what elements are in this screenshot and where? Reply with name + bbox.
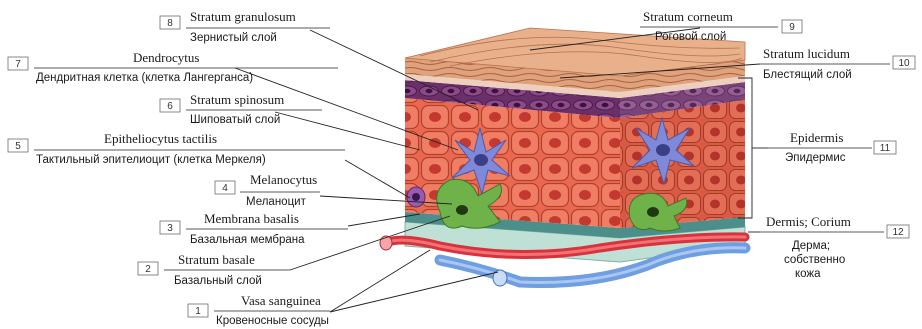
epidermis-front-face [405,98,620,228]
svg-text:9: 9 [789,22,795,33]
svg-text:Меланоцит: Меланоцит [246,196,307,208]
svg-text:Дерма;: Дерма; [792,240,830,252]
label-stratum-spinosum: 6 Stratum spinosum Шиповатый слой [160,92,322,126]
svg-text:Stratum lucidum: Stratum lucidum [763,46,850,61]
svg-text:Роговой слой: Роговой слой [655,31,726,43]
svg-text:Vasa sanguinea: Vasa sanguinea [241,293,321,308]
label-vasa-sanguinea: 1 Vasa sanguinea Кровеносные сосуды [188,293,330,327]
merkel-cell [407,187,425,207]
svg-text:Зернистый слой: Зернистый слой [190,32,277,44]
label-stratum-corneum: Stratum corneum 9 Роговой слой [640,9,802,43]
svg-text:Stratum spinosum: Stratum spinosum [190,92,284,107]
svg-text:10: 10 [898,58,910,69]
label-dermis: Dermis; Corium 12 Дерма; собственно кожа [760,214,909,280]
label-membrana-basalis: 3 Membrana basalis Базальная мембрана [160,211,348,246]
svg-text:11: 11 [880,143,891,154]
svg-text:Дендритная клетка (клетка Ланг: Дендритная клетка (клетка Лангерганса) [36,72,253,84]
label-stratum-lucidum: Stratum lucidum 10 Блестящий слой [760,46,915,81]
svg-text:4: 4 [222,183,228,194]
svg-text:Базальный слой: Базальный слой [174,275,262,287]
svg-text:Stratum corneum: Stratum corneum [643,9,733,24]
svg-text:Шиповатый слой: Шиповатый слой [190,114,280,126]
svg-text:8: 8 [167,18,173,29]
svg-text:Epitheliocytus tactilis: Epitheliocytus tactilis [104,131,217,146]
svg-text:5: 5 [15,141,21,152]
svg-text:Базальная мембрана: Базальная мембрана [190,234,305,246]
svg-text:Membrana basalis: Membrana basalis [204,211,299,226]
svg-text:Блестящий слой: Блестящий слой [763,69,852,81]
svg-text:Эпидермис: Эпидермис [785,152,846,164]
label-epidermis: Epidermis 11 Эпидермис [768,130,896,164]
svg-text:2: 2 [145,264,151,275]
svg-text:кожа: кожа [795,268,821,280]
svg-text:Stratum basale: Stratum basale [178,252,255,267]
label-epitheliocytus-tactilis: 5 Epitheliocytus tactilis Тактильный эпи… [8,131,345,166]
label-dendrocytus: 7 Dendrocytus Дендритная клетка (клетка … [8,50,338,84]
svg-text:1: 1 [195,306,201,317]
svg-text:Melanocytus: Melanocytus [250,172,317,187]
label-stratum-basale: 2 Stratum basale Базальный слой [138,252,290,287]
svg-text:7: 7 [15,59,21,70]
svg-text:6: 6 [167,101,173,112]
label-stratum-granulosum: 8 Stratum granulosum Зернистый слой [160,9,330,44]
label-melanocytus: 4 Melanocytus Меланоцит [215,172,320,208]
svg-text:Stratum granulosum: Stratum granulosum [190,9,296,24]
svg-text:3: 3 [167,223,173,234]
svg-text:Тактильный эпителиоцит (клетка: Тактильный эпителиоцит (клетка Меркеля) [36,154,266,166]
svg-text:Dendrocytus: Dendrocytus [133,50,199,65]
svg-text:Epidermis: Epidermis [790,130,843,145]
svg-text:собственно: собственно [784,254,845,266]
svg-text:12: 12 [892,227,904,238]
svg-text:Кровеносные сосуды: Кровеносные сосуды [216,315,329,327]
skin-block [380,28,745,286]
svg-text:Dermis; Corium: Dermis; Corium [766,214,851,229]
